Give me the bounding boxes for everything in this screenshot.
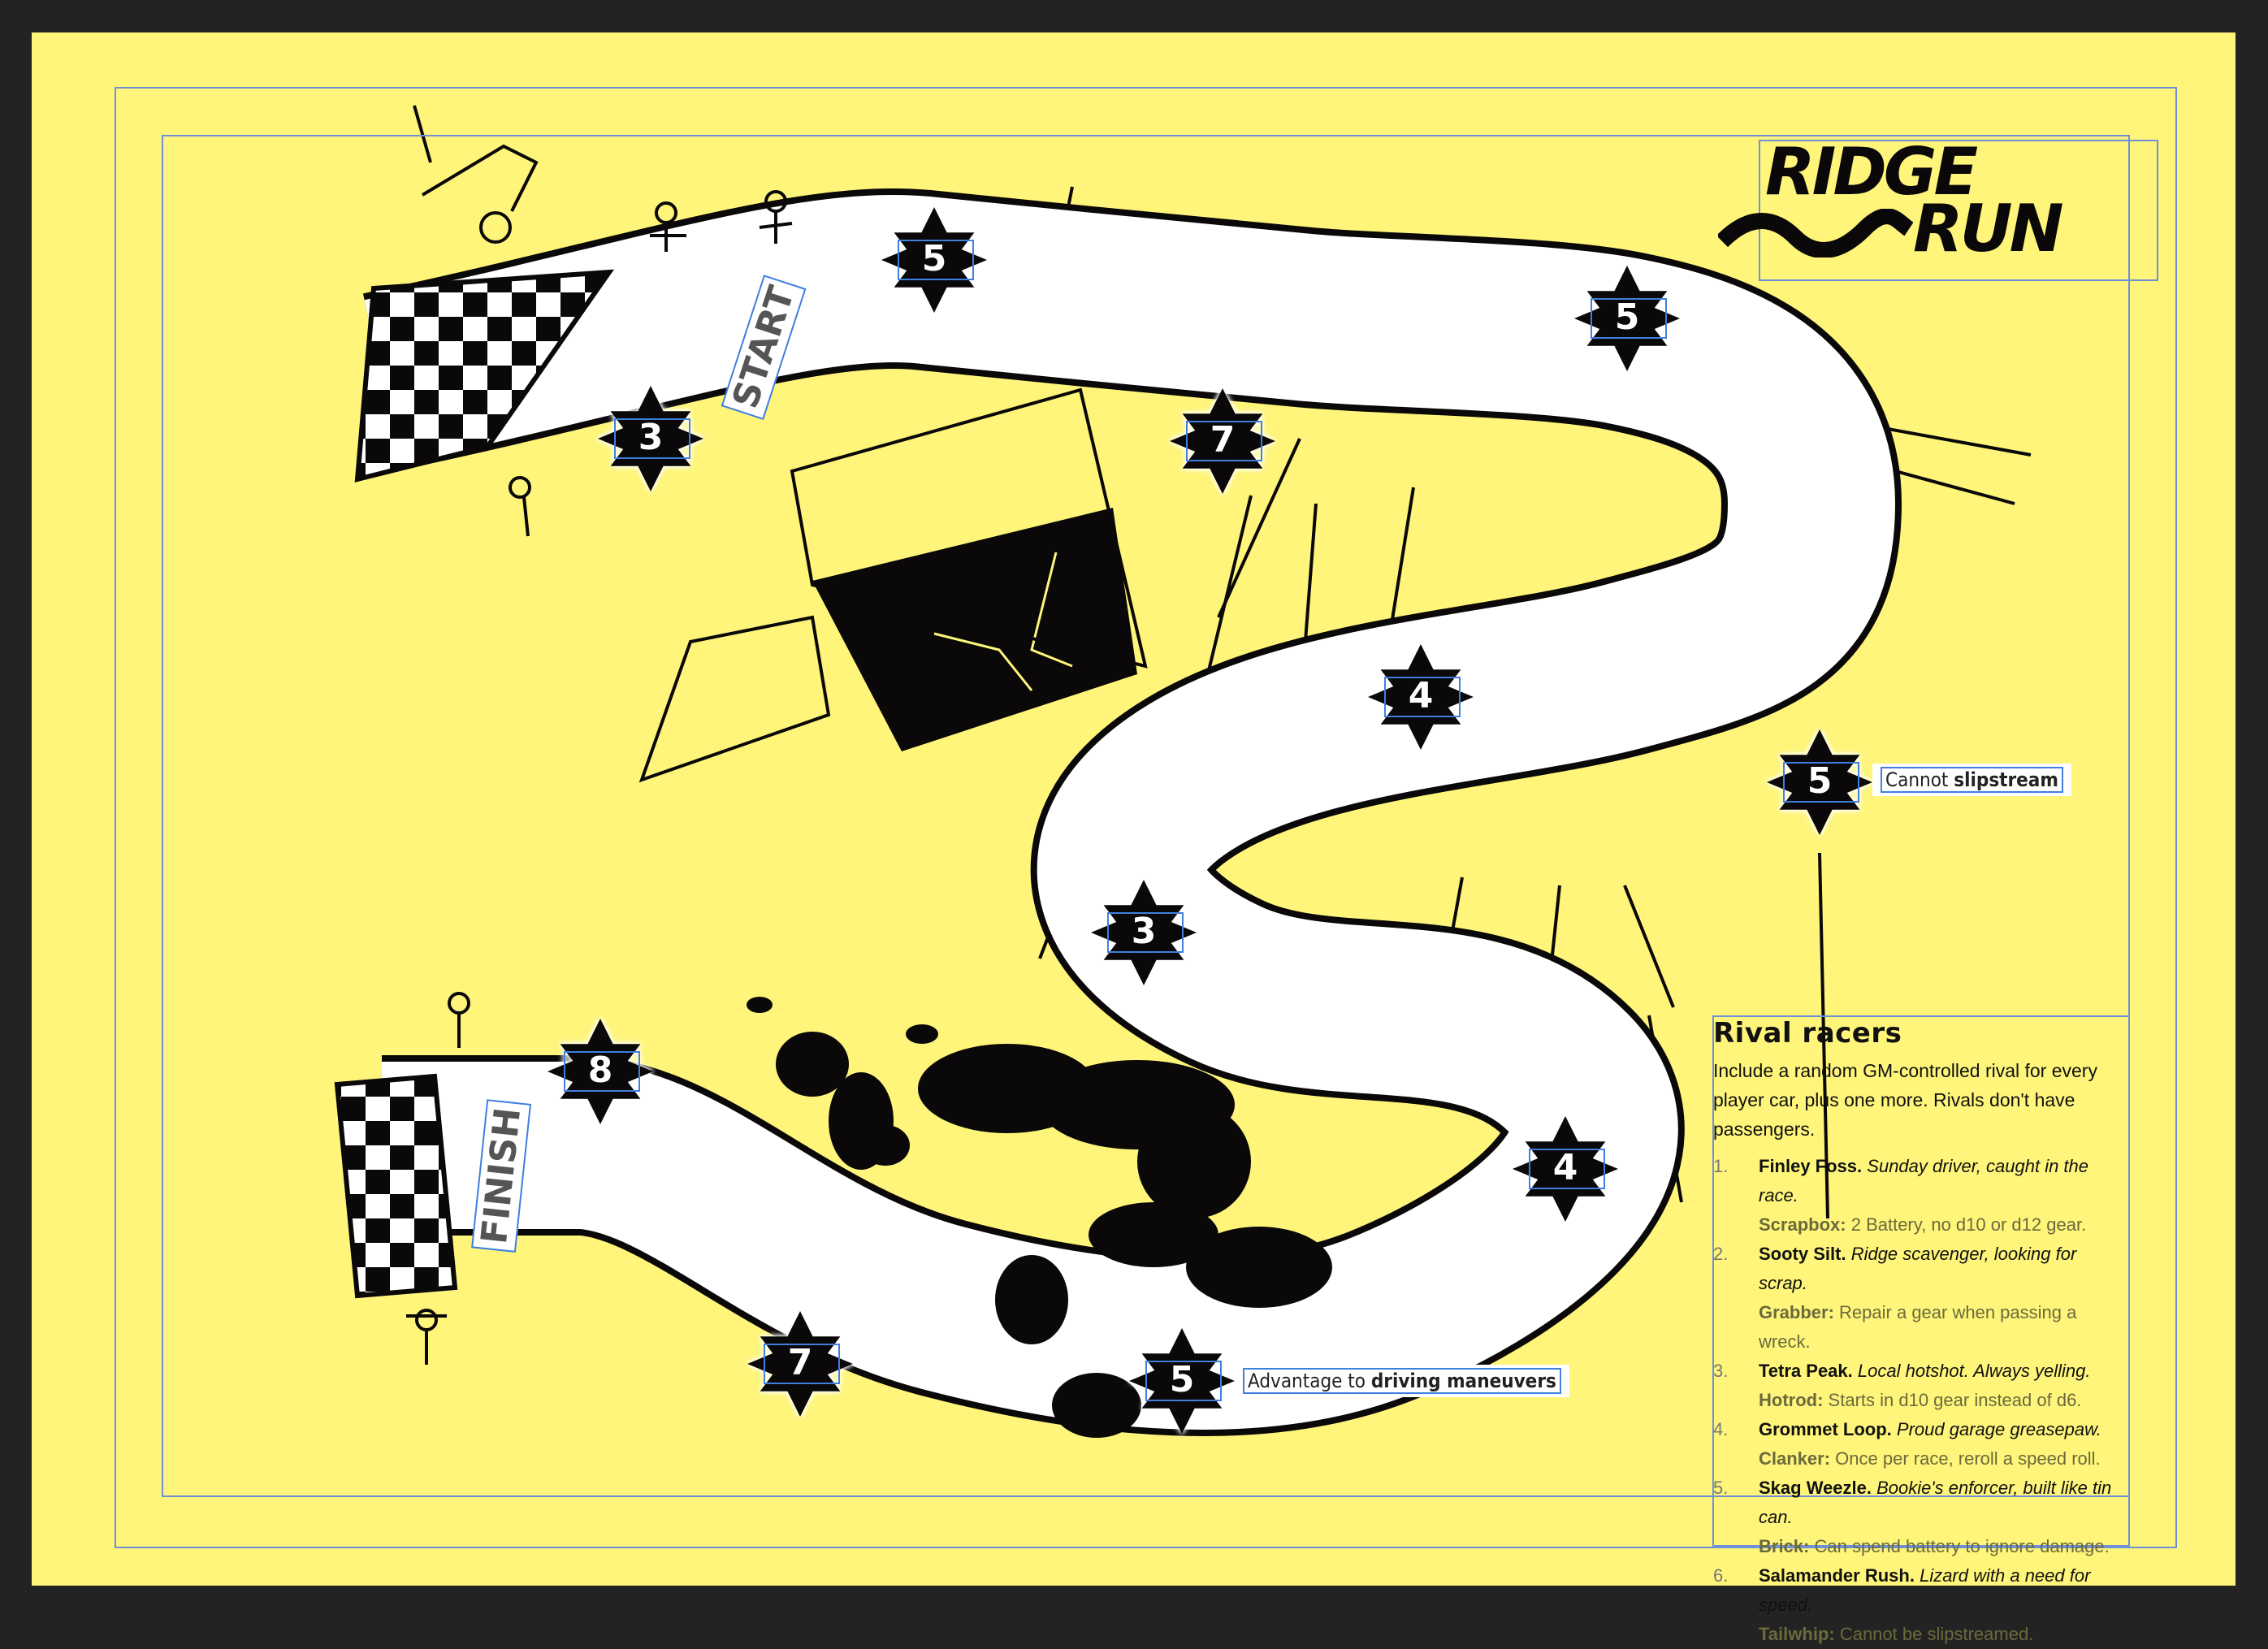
- rival-racers-panel: Rival racers Include a random GM-control…: [1713, 1017, 2127, 1649]
- maneuvers-callout[interactable]: Advantage to driving maneuvers: [1235, 1365, 1569, 1397]
- rivals-intro: Include a random GM-controlled rival for…: [1713, 1060, 2097, 1140]
- logo-line-2: RUN: [1913, 191, 2064, 266]
- speed-badge[interactable]: 4: [1368, 644, 1474, 750]
- list-item: 4.Grommet Loop. Proud garage greasepaw.C…: [1713, 1419, 2101, 1469]
- rivals-list: 1.Finley Foss. Sunday driver, caught in …: [1713, 1152, 2127, 1649]
- finish-checkered-zone: [334, 1073, 458, 1299]
- speed-badge[interactable]: 3: [1091, 880, 1197, 985]
- ridge-run-logo: RIDGE RUN: [1718, 134, 2157, 278]
- tunnel-screen: [812, 508, 1137, 751]
- slipstream-callout[interactable]: Cannot slipstream: [1872, 764, 2071, 796]
- list-item: 5.Skag Weezle. Bookie's enforcer, built …: [1713, 1478, 2112, 1556]
- speed-badge[interactable]: 5: [1767, 729, 1872, 835]
- wave-icon: [1718, 209, 1913, 258]
- race-track-illustration: [334, 105, 2032, 1438]
- track-surface: [364, 195, 1895, 1430]
- logo-line-1: RIDGE: [1765, 134, 1978, 210]
- speed-badge[interactable]: 3: [598, 386, 703, 491]
- speed-badge[interactable]: 7: [1170, 388, 1275, 494]
- doodle-characters: [406, 105, 793, 1365]
- oil-slick: [747, 997, 1332, 1438]
- speed-badge[interactable]: 5: [881, 207, 987, 313]
- speed-badge[interactable]: 4: [1513, 1116, 1618, 1222]
- speed-badge[interactable]: 8: [548, 1019, 653, 1124]
- start-checkered-zone: [354, 269, 615, 483]
- speed-badge[interactable]: 5: [1574, 266, 1680, 371]
- speed-badge[interactable]: 7: [747, 1311, 853, 1417]
- list-item: 2.Sooty Silt. Ridge scavenger, looking f…: [1713, 1244, 2077, 1352]
- list-item: 1.Finley Foss. Sunday driver, caught in …: [1713, 1156, 2089, 1235]
- list-item: 3.Tetra Peak. Local hotshot. Always yell…: [1713, 1361, 2091, 1410]
- list-item: 6.Salamander Rush. Lizard with a need fo…: [1713, 1565, 2091, 1644]
- rivals-heading: Rival racers: [1713, 1017, 1902, 1050]
- speed-badge[interactable]: 5: [1129, 1328, 1235, 1434]
